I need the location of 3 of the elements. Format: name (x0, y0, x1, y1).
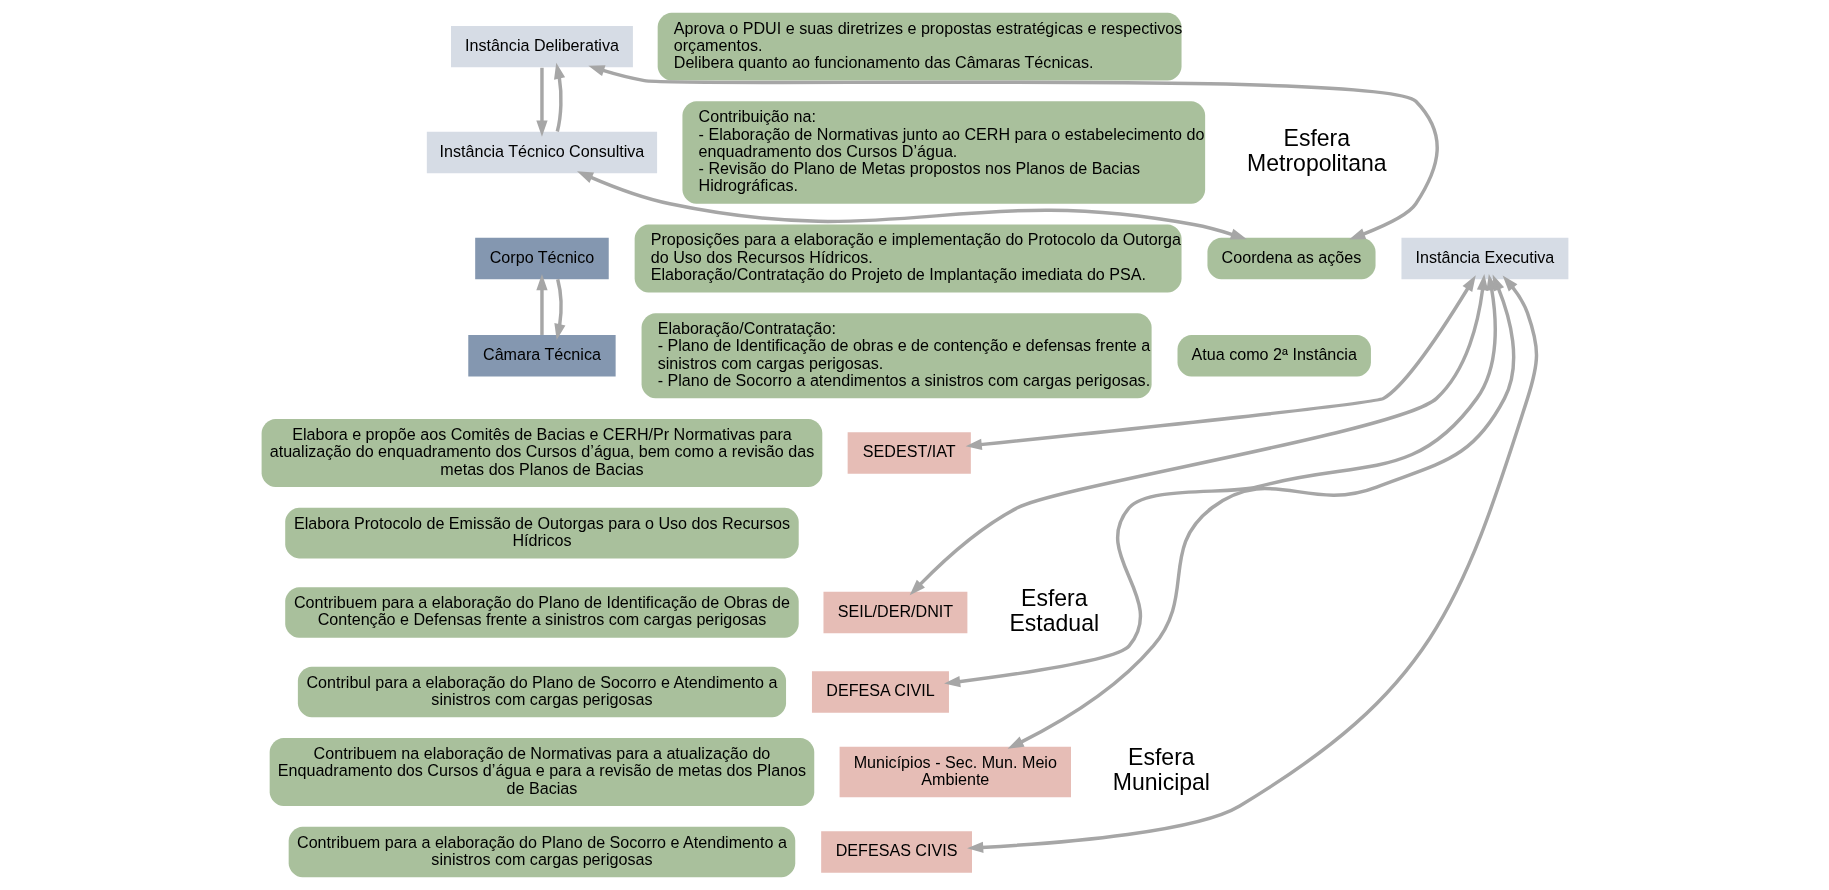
label: Esfera Metropolitana (1246, 124, 1387, 176)
label: Esfera Municipal (1112, 744, 1210, 796)
label: Esfera Estadual (1009, 584, 1099, 636)
